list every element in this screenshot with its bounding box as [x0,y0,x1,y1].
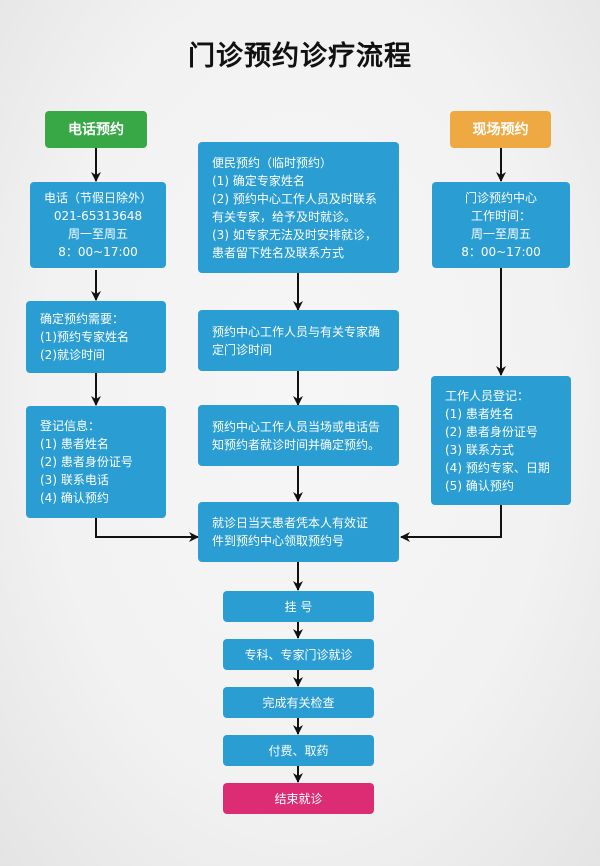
phone-contact-box: 电话（节假日除外） 021-65313648 周一至周五 8：00~17:00 [30,182,166,268]
phone-hours: 8：00~17:00 [58,245,138,259]
onsite-appointment-header: 现场预约 [450,111,551,148]
examination-box: 完成有关检查 [223,687,374,718]
onsite-center-box: 门诊预约中心 工作时间： 周一至周五 8：00~17:00 [432,182,570,268]
phone-number: 021-65313648 [53,209,143,223]
end-visit-box: 结束就诊 [223,783,374,814]
register-number-box: 挂 号 [223,591,374,622]
convenience-appointment-box: 便民预约（临时预约） (1) 确定专家姓名 (2) 预约中心工作人员及时联系 有… [198,142,399,273]
phone-contact-line: 电话（节假日除外） [43,191,152,205]
onsite-register-box: 工作人员登记： (1) 患者姓名 (2) 患者身份证号 (3) 联系方式 (4)… [431,376,571,505]
notify-patient-box: 预约中心工作人员当场或电话告 知预约者就诊时间并确定预约。 [198,405,399,466]
phone-appointment-header: 电话预约 [45,111,147,148]
phone-register-box: 登记信息： (1) 患者姓名 (2) 患者身份证号 (3) 联系电话 (4) 确… [26,406,166,518]
payment-box: 付费、取药 [223,735,374,766]
clinic-visit-box: 专科、专家门诊就诊 [223,639,374,670]
arrow-register-to-pickup [95,518,199,542]
phone-days: 周一至周五 [67,227,128,241]
page-title: 门诊预约诊疗流程 [188,41,412,72]
confirm-clinic-time-box: 预约中心工作人员与有关专家确 定门诊时间 [198,310,399,371]
arrow-register-to-pickup-right [400,505,502,542]
phone-confirm-box: 确定预约需要： (1)预约专家姓名 (2)就诊时间 [26,301,166,373]
pickup-number-box: 就诊日当天患者凭本人有效证 件到预约中心领取预约号 [198,502,399,562]
